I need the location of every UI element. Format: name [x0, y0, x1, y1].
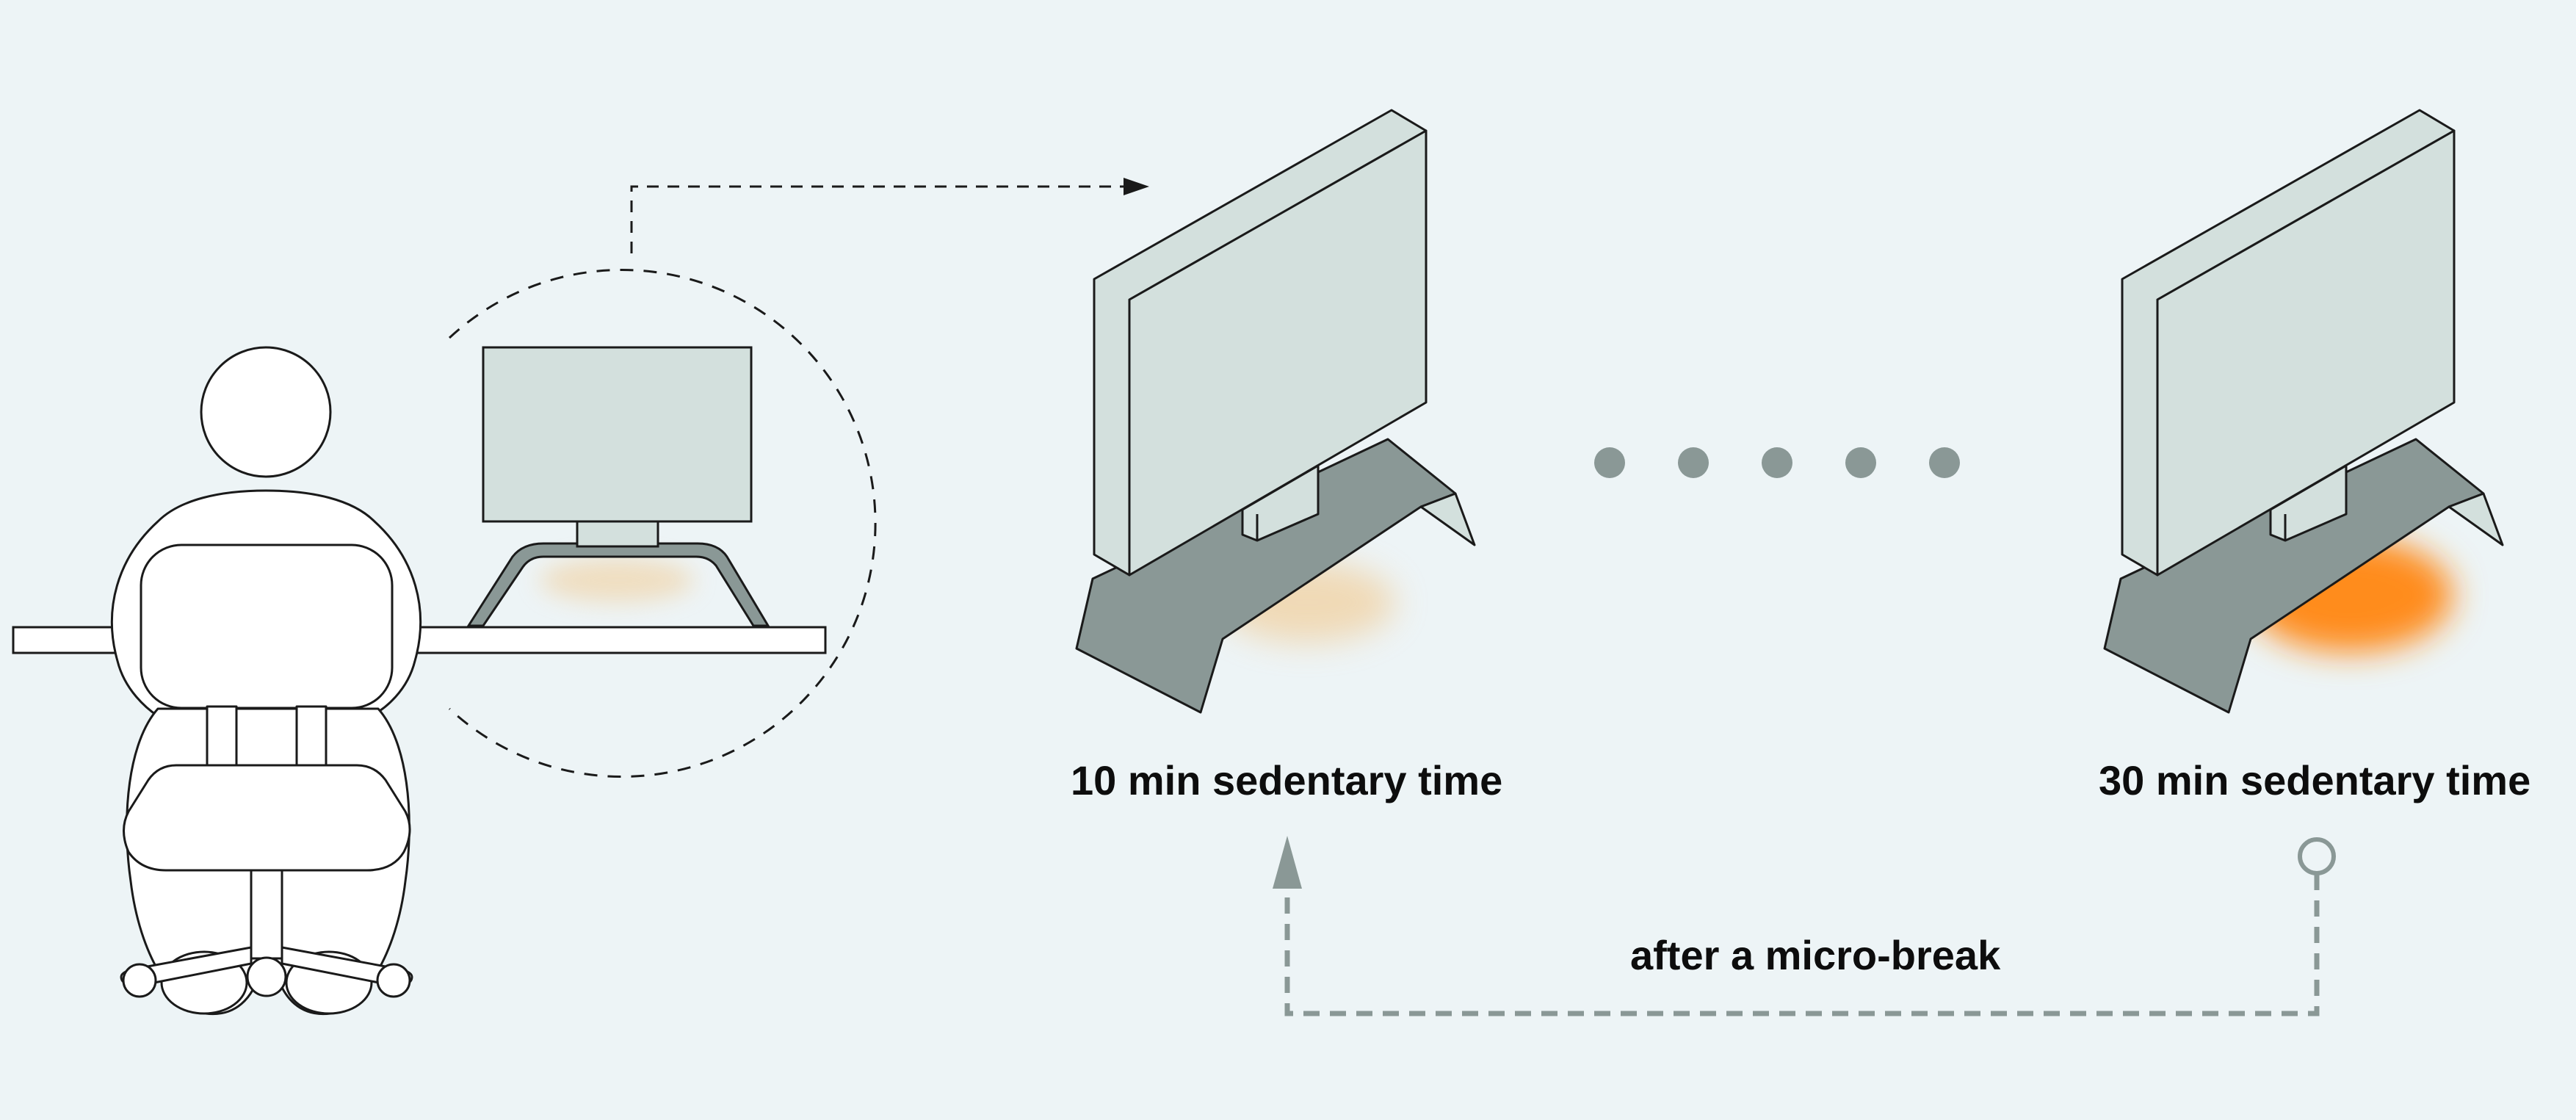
progress-dot: [1762, 447, 1792, 478]
desk-monitor-screen: [482, 346, 753, 523]
monitor-30-screen: [2156, 129, 2456, 577]
chair-back-post-left: [206, 705, 238, 767]
label-micro-break: after a micro-break: [1630, 932, 2001, 978]
office-chair-icon: [120, 543, 413, 998]
return-arrow-path: [1284, 874, 2320, 1016]
monitor-10-stand-flap: [1419, 492, 1476, 546]
person-head: [200, 346, 332, 478]
chair-caster-left: [122, 963, 157, 998]
progress-dot: [1845, 447, 1876, 478]
monitor-10-stand: [1075, 438, 1457, 714]
zoom-circle-icon: [448, 269, 877, 778]
return-arrow-origin: [2298, 837, 2336, 875]
micro-break-return-arrow: [1273, 836, 2336, 1016]
monitor-30min: [2103, 109, 2504, 714]
monitor-30-stand-flap: [2447, 492, 2504, 546]
label-10min: 10 min sedentary time: [1071, 757, 1503, 803]
return-arrow-head: [1273, 836, 1302, 889]
progress-dot: [1678, 447, 1709, 478]
desk-monitor-stand: [466, 542, 770, 627]
monitor-10-screen: [1128, 129, 1428, 577]
chair-caster-center: [246, 956, 287, 997]
label-30min: 30 min sedentary time: [2099, 757, 2531, 803]
chair-backrest: [140, 543, 394, 709]
chair-back-post-right: [295, 705, 328, 767]
monitor-30-stand: [2103, 438, 2485, 714]
desk-monitor-neck: [576, 520, 659, 548]
progress-dots: [1594, 447, 1960, 478]
desk-monitor: [466, 346, 770, 627]
progress-dot: [1594, 447, 1625, 478]
progress-dot: [1929, 447, 1960, 478]
chair-caster-right: [376, 963, 411, 998]
monitor-10min: [1075, 109, 1476, 714]
zoom-arrow: [630, 185, 1124, 253]
desk-scene: [12, 178, 1149, 1016]
heat-glow-desk: [540, 558, 694, 602]
zoom-arrow-head: [1124, 178, 1149, 195]
chair-post: [250, 869, 283, 960]
chair-seat: [123, 764, 411, 872]
